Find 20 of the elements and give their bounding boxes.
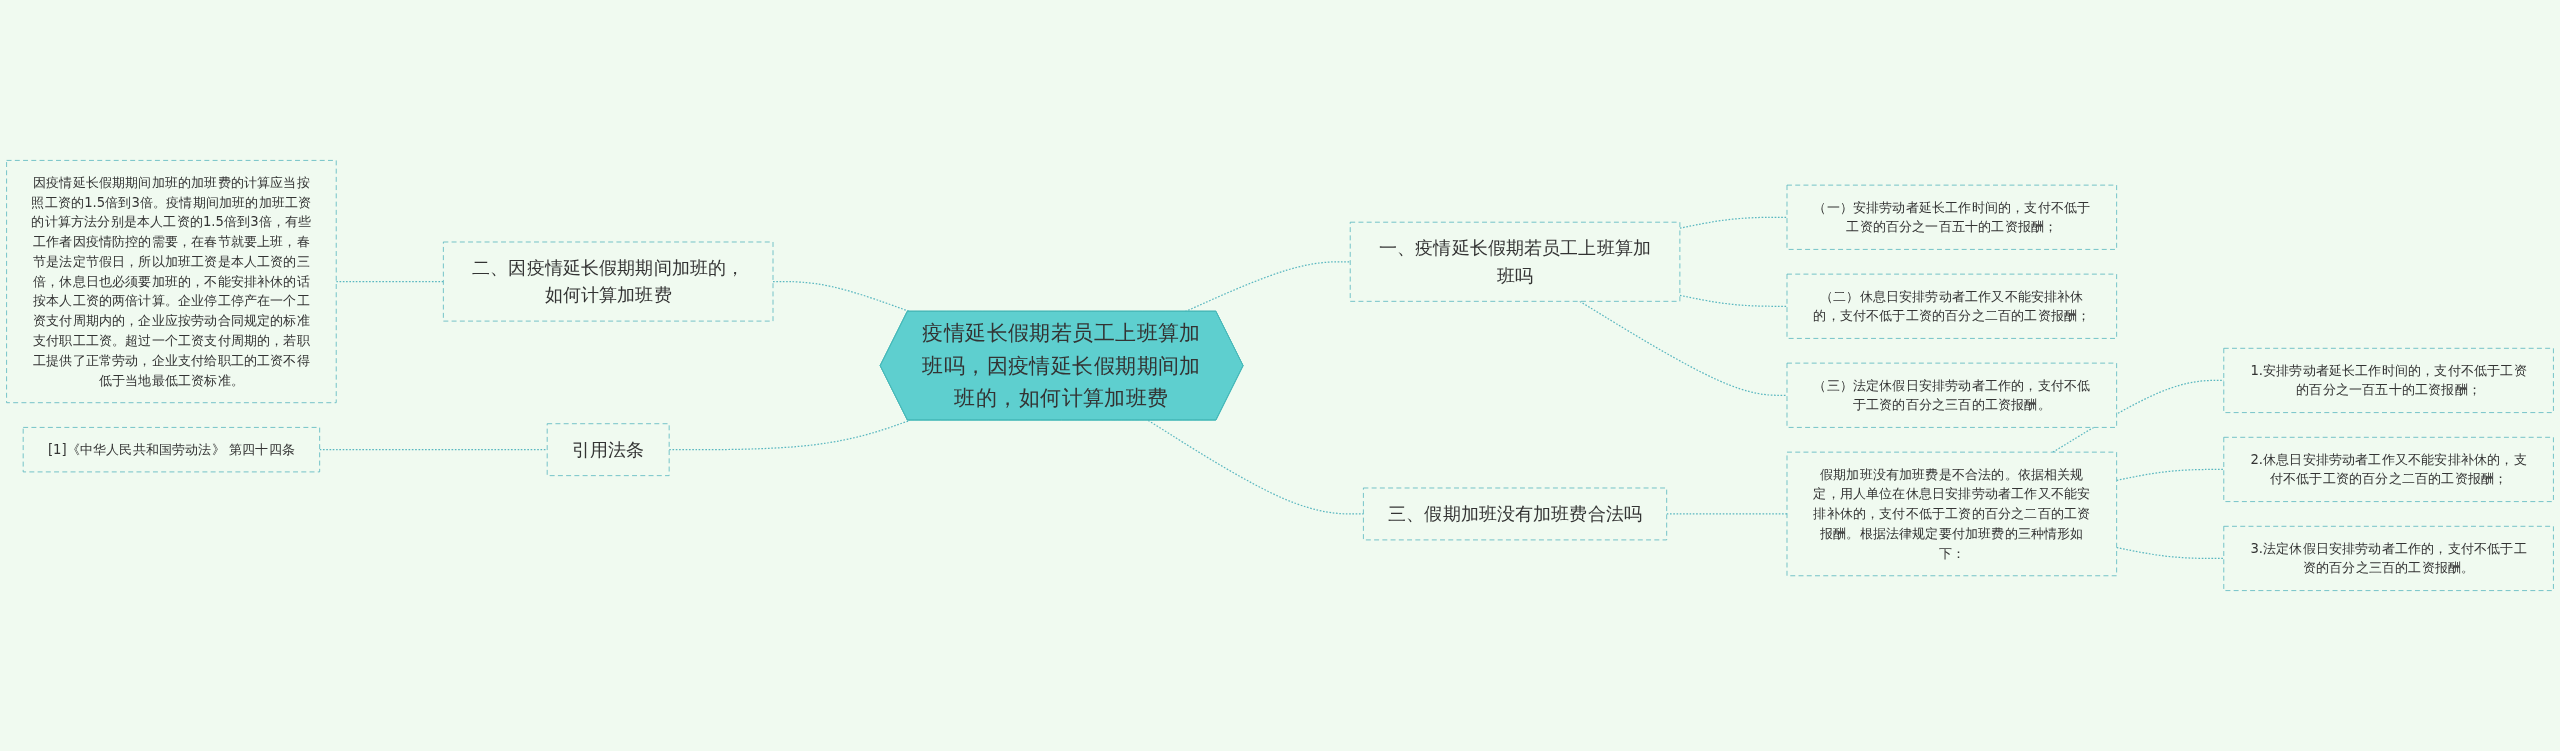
node-box: 引用法条 [546, 423, 670, 477]
connector [1679, 216, 1788, 229]
connector [1679, 294, 1788, 307]
node-box: （二）休息日安排劳动者工作又不能安排补休的，支付不低于工资的百分之二百的工资报酬； [1786, 273, 2118, 339]
node-box: 假期加班没有加班费是不合法的。依据相关规定，用人单位在休息日安排劳动者工作又不能安排补休的，支付不低于工资的百分之二百的工资报酬。根据法律规定要付加班费的三种情形如下： [1786, 451, 2118, 577]
connector [319, 449, 548, 451]
node-box: （三）法定休假日安排劳动者工作的，支付不低于工资的百分之三百的工资报酬。 [1786, 362, 2118, 428]
node-box: [1]《中华人民共和国劳动法》 第四十四条 [22, 427, 321, 473]
connector [2052, 379, 2225, 453]
node-box: 3.法定休假日安排劳动者工作的，支付不低于工资的百分之三百的工资报酬。 [2223, 525, 2554, 591]
node-box: 因疫情延长假期期间加班的加班费的计算应当按照工资的1.5倍到3倍。疫情期间加班的加班工资的计算方法分别是本人工资的1.5倍到3倍，有些工作者因疫情防控的需要，在春节就要上班，春节是法定节假日，所以加班工资是本人工资的三倍，休息日也必须要加班的，不能安排补休的话按本人工资的两倍计算。企业停工停产在一个工资支付周期内的，企业应按劳动合同规定的标准支付职工工资。超过一个工资支付周期的，若职工提供了正常劳动，企业支付给职工的工资不得低于当地最低工资标准。 [6, 160, 337, 404]
connector [2116, 468, 2225, 481]
node-box: 2.休息日安排劳动者工作又不能安排补休的，支付不低于工资的百分之二百的工资报酬； [2223, 436, 2554, 502]
node-box: 三、假期加班没有加班费合法吗 [1363, 487, 1668, 541]
node-box: 二、因疫情延长假期期间加班的，如何计算加班费 [442, 241, 774, 322]
connector [1579, 300, 1788, 396]
node-box: （一）安排劳动者延长工作时间的，支付不低于工资的百分之一百五十的工资报酬； [1786, 184, 2118, 250]
node-box: 1.安排劳动者延长工作时间的，支付不低于工资的百分之一百五十的工资报酬； [2223, 347, 2554, 413]
node-box: 一、疫情延长假期若员工上班算加班吗 [1349, 221, 1681, 302]
connector [2116, 546, 2225, 560]
